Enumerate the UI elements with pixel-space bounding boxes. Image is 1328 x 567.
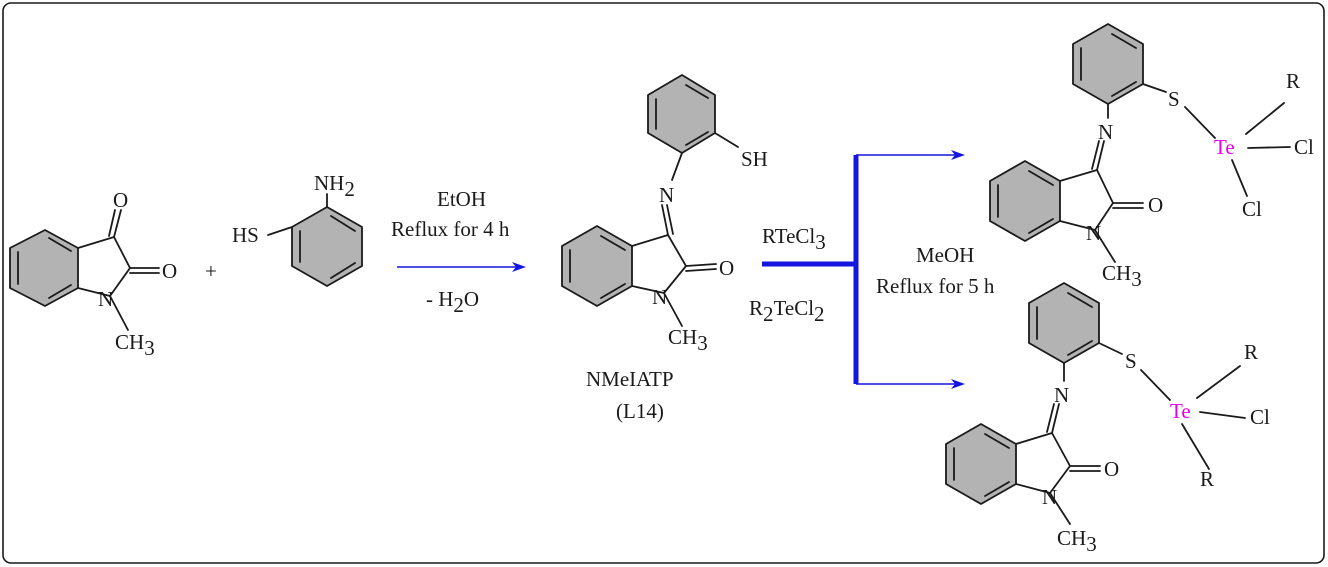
thiol-group: HS bbox=[232, 223, 259, 247]
substituent-r: R bbox=[1286, 69, 1300, 93]
arrow-head bbox=[951, 379, 965, 389]
benzene-ring bbox=[291, 206, 363, 287]
benzene-ring bbox=[9, 229, 79, 307]
methyl-group: CH3 bbox=[1102, 261, 1142, 291]
benzene-ring bbox=[561, 225, 633, 307]
thiophenyl-ring bbox=[1028, 282, 1100, 364]
thiol-group: SH bbox=[741, 147, 768, 171]
upper-complex-structure bbox=[989, 23, 1291, 263]
tellurium-atom: Te bbox=[1214, 135, 1235, 159]
benzene-ring bbox=[989, 160, 1061, 242]
thiophenyl-ring bbox=[647, 74, 716, 154]
methyl-group: CH3 bbox=[1057, 526, 1097, 556]
atom-n: N bbox=[1042, 485, 1057, 509]
atom-s: S bbox=[1125, 349, 1137, 373]
plus-sign: + bbox=[205, 259, 217, 283]
atom-n: N bbox=[1098, 120, 1113, 144]
atom-n: N bbox=[1086, 221, 1101, 245]
chloride-ligand: Cl bbox=[1294, 135, 1314, 159]
nmeiatp-structure bbox=[561, 74, 739, 327]
methyl-group: CH3 bbox=[115, 330, 155, 360]
compound-code: (L14) bbox=[616, 399, 664, 423]
atom-o: O bbox=[162, 259, 177, 283]
methyl-group: CH3 bbox=[668, 325, 708, 355]
aminothiophenol-structure bbox=[267, 193, 363, 287]
atom-s: S bbox=[1168, 87, 1180, 111]
arrow-head bbox=[512, 262, 526, 272]
atom-o: O bbox=[1104, 457, 1119, 481]
tellurium-atom: Te bbox=[1170, 399, 1191, 423]
step2-reflux: Reflux for 5 h bbox=[876, 274, 995, 298]
lower-complex-structure bbox=[945, 282, 1246, 525]
chloride-ligand: Cl bbox=[1242, 197, 1262, 221]
atom-o: O bbox=[113, 188, 128, 212]
step1-reflux: Reflux for 4 h bbox=[391, 217, 510, 241]
substituent-r: R bbox=[1244, 340, 1258, 364]
amino-group: NH2 bbox=[314, 171, 355, 201]
substituent-r: R bbox=[1200, 467, 1214, 491]
atom-n: N bbox=[652, 285, 667, 309]
chloride-ligand: Cl bbox=[1250, 405, 1270, 429]
step2-solvent: MeOH bbox=[916, 243, 974, 267]
atom-n: N bbox=[98, 287, 113, 311]
benzene-ring bbox=[945, 423, 1017, 505]
atom-n: N bbox=[1054, 383, 1069, 407]
reagent-rtecl3: RTeCl3 bbox=[762, 224, 826, 254]
atom-o: O bbox=[719, 256, 734, 280]
thiophenyl-ring bbox=[1072, 23, 1144, 105]
step1-solvent: EtOH bbox=[437, 187, 486, 211]
arrow-head bbox=[951, 150, 965, 160]
n-methylisatin-structure bbox=[9, 209, 160, 331]
atom-o: O bbox=[1148, 193, 1163, 217]
atom-n: N bbox=[659, 183, 674, 207]
compound-name: NMeIATP bbox=[586, 367, 674, 391]
reagent-r2tecl2: R2TeCl2 bbox=[749, 296, 825, 326]
step1-water-loss: - H2O bbox=[426, 287, 479, 317]
